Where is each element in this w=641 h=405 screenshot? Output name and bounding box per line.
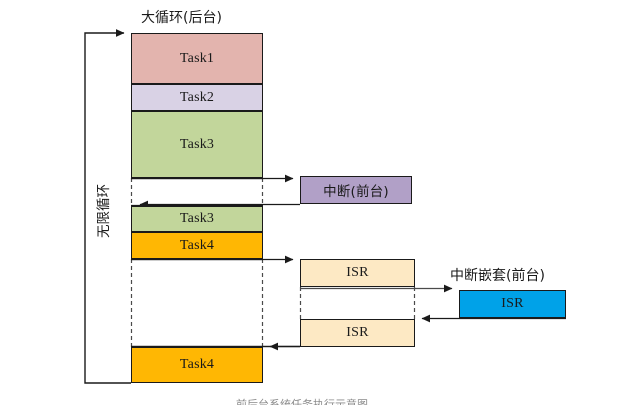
title-nested-interrupt: 中断嵌套(前台) bbox=[450, 268, 545, 284]
block-isr-first: ISR bbox=[300, 259, 415, 287]
preempt-gap-outline bbox=[131, 258, 263, 348]
block-task1: Task1 bbox=[131, 33, 263, 84]
block-task2: Task2 bbox=[131, 84, 263, 111]
block-interrupt-foreground: 中断(前台) bbox=[300, 176, 412, 204]
idle-gap-outline bbox=[131, 177, 263, 207]
title-main-loop: 大循环(后台) bbox=[141, 10, 222, 26]
block-isr-resume: ISR bbox=[300, 319, 415, 347]
block-task3-resume: Task3 bbox=[131, 206, 263, 232]
infinite-loop-label: 无限循环 bbox=[96, 184, 112, 238]
block-task4-first: Task4 bbox=[131, 232, 263, 259]
block-task3-first: Task3 bbox=[131, 111, 263, 178]
figure-caption: 前后台系统任务执行示意图 bbox=[236, 398, 368, 405]
block-isr-nested: ISR bbox=[459, 290, 566, 318]
block-task4-resume: Task4 bbox=[131, 347, 263, 383]
